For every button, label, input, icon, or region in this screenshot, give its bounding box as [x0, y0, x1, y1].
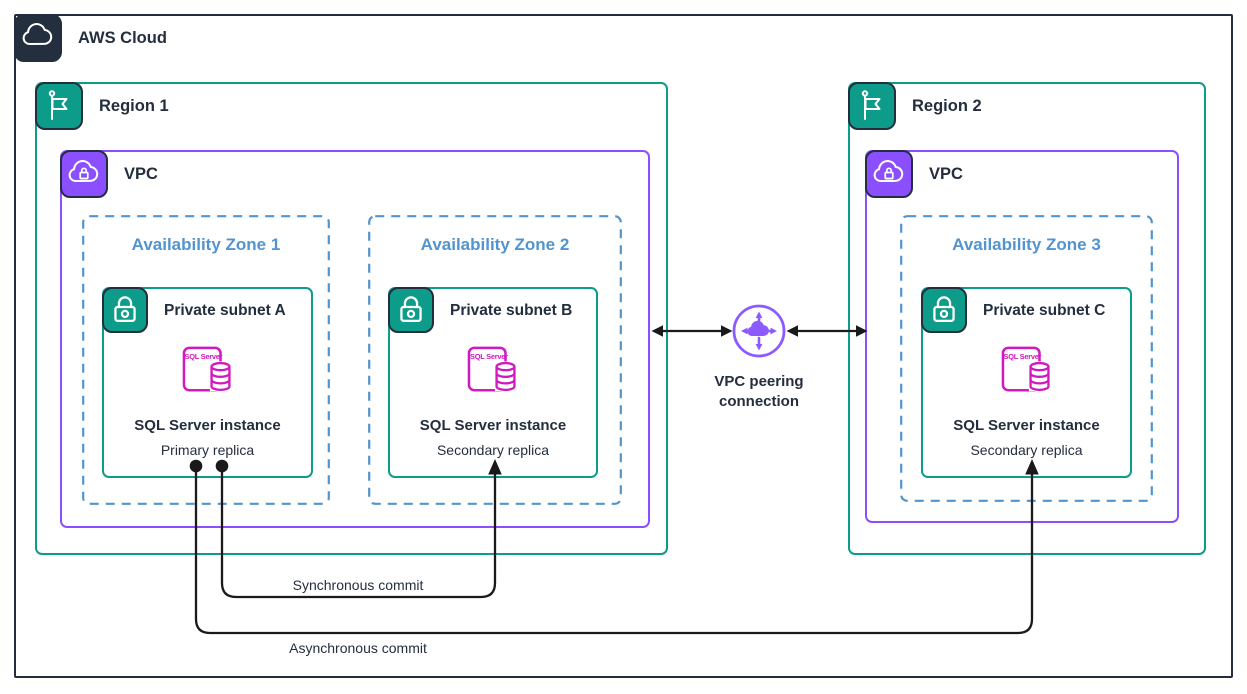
subnet-a-label: Private subnet A [164, 302, 286, 319]
sql-icon-label: SQL Server [184, 352, 223, 361]
instance-label: SQL Server instance [134, 417, 281, 434]
sql-server-glyph [1001, 346, 1051, 392]
instance-label: SQL Server instance [953, 417, 1100, 434]
lock-icon [113, 295, 136, 322]
sql-icon-label: SQL Server [1003, 352, 1042, 361]
lock-icon [399, 295, 422, 322]
vpc-1-icon [59, 149, 108, 198]
vpc-1-label: VPC [124, 165, 158, 183]
instance-label: SQL Server instance [419, 417, 567, 434]
private-subnet-a: Private subnet A SQL Server SQL Server i… [101, 286, 313, 478]
flag-icon [48, 89, 67, 120]
aws-cloud-label: AWS Cloud [78, 29, 167, 47]
region-2-label: Region 2 [912, 97, 982, 115]
sql-server-icon: SQL Server [1000, 345, 1054, 395]
private-subnet-b: Private subnet B SQL Server SQL Server i… [387, 286, 598, 478]
cloud-icon [22, 22, 52, 45]
replica-label: Secondary replica [970, 442, 1083, 458]
subnet-lock-icon [920, 286, 967, 333]
sql-server-glyph [182, 346, 232, 392]
region-2-icon [847, 81, 896, 130]
az-2-title: Availability Zone 2 [420, 235, 570, 254]
aws-cloud-group: AWS Cloud [13, 13, 1233, 678]
subnet-lock-icon [387, 286, 434, 333]
availability-zone-2: Availability Zone 2 [368, 215, 622, 505]
sql-server-icon: SQL Server [181, 345, 235, 395]
subnet-c-label: Private subnet C [983, 302, 1106, 319]
replica-label: Primary replica [160, 442, 255, 458]
sql-icon-label: SQL Server [470, 352, 508, 361]
private-subnet-c: Private subnet C SQL Server SQL Server i… [920, 286, 1132, 478]
replica-label: Secondary replica [436, 442, 550, 458]
subnet-lock-icon [101, 286, 148, 333]
az-dashed-border [368, 215, 622, 505]
vpc-2-icon [864, 149, 913, 198]
vpc-2-label: VPC [929, 165, 963, 183]
lock-icon [932, 295, 955, 322]
region-1-label: Region 1 [99, 97, 169, 115]
vpc-peering-icon [731, 303, 787, 359]
az-3-title: Availability Zone 3 [952, 235, 1101, 254]
region-1-group: Region 1 [34, 81, 668, 555]
subnet-b-label: Private subnet B [450, 302, 573, 319]
vpc-peering-label: VPC peering connection [714, 373, 804, 410]
peering-glyph [732, 304, 786, 358]
flag-icon [861, 89, 880, 120]
async-commit-label: Asynchronous commit [289, 640, 427, 656]
sync-commit-label: Synchronous commit [292, 577, 424, 593]
region-1-icon [34, 81, 83, 130]
aws-cloud-icon [13, 13, 62, 62]
cloud-lock-icon [873, 159, 903, 182]
az-1-title: Availability Zone 1 [131, 235, 281, 254]
sql-server-icon: SQL Server [466, 345, 520, 395]
sql-server-glyph [467, 346, 518, 392]
cloud-lock-icon [68, 159, 98, 182]
